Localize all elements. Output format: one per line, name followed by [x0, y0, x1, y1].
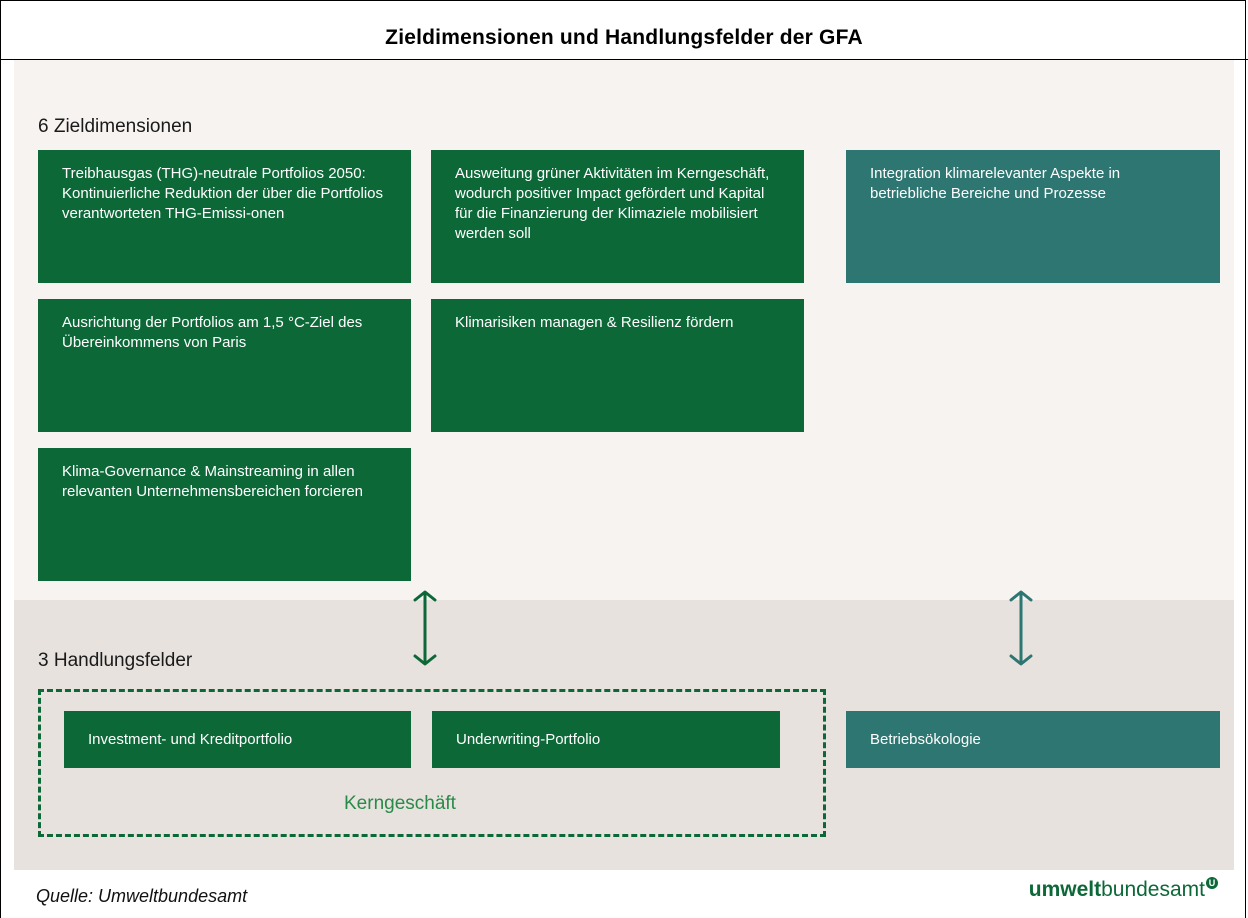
ziel-box-gruene-aktivitaeten: Ausweitung grüner Aktivitäten im Kernges…: [431, 150, 804, 283]
double-arrow-icon: [413, 590, 437, 666]
source-note: Quelle: Umweltbundesamt: [36, 886, 248, 906]
figure-title: Zieldimensionen und Handlungsfelder der …: [385, 26, 863, 49]
zieldimensionen-heading: 6 Zieldimensionen: [38, 116, 193, 137]
handlungsfelder-heading: 3 Handlungsfelder: [38, 650, 193, 671]
ziel-box-governance: Klima-Governance & Mainstreaming in alle…: [38, 448, 411, 581]
kerngeschaeft-label: Kerngeschäft: [344, 793, 456, 814]
handlungsfeld-box-investment: Investment- und Kreditportfolio: [64, 711, 411, 768]
ziel-box-thg-neutral: Treibhausgas (THG)-neutrale Portfolios 2…: [38, 150, 411, 283]
ziel-box-integration: Integration klimarelevanter Aspekte in b…: [846, 150, 1220, 283]
kerngeschaeft-group: [38, 689, 826, 837]
ziel-box-klimarisiken: Klimarisiken managen & Resilienz fördern: [431, 299, 804, 432]
handlungsfeld-box-betriebsoekologie: Betriebsökologie: [846, 711, 1220, 768]
double-arrow-icon: [1009, 590, 1033, 666]
logo-text-bold: umwelt: [1028, 878, 1102, 901]
title-divider: [0, 59, 1248, 60]
logo-mark-icon: U: [1206, 877, 1218, 889]
ziel-box-1-5-grad: Ausrichtung der Portfolios am 1,5 °C-Zie…: [38, 299, 411, 432]
logo-text-light: bundesamt: [1101, 878, 1205, 901]
handlungsfeld-box-underwriting: Underwriting-Portfolio: [432, 711, 780, 768]
